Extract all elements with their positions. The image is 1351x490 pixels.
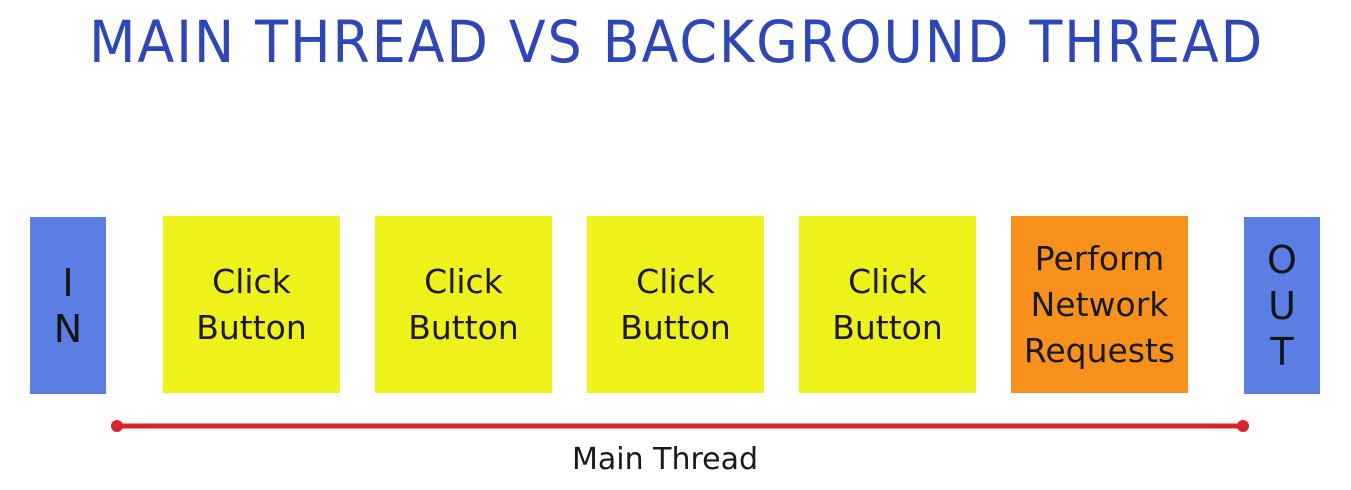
out-letter: U [1268,283,1296,328]
out-endcap: O U T [1244,217,1320,394]
timeline-end-dot [1237,420,1249,432]
out-letter: O [1267,237,1297,282]
diagram-title: MAIN THREAD VS BACKGROUND THREAD [88,8,1265,76]
task-label: Click Button [620,259,731,351]
task-label-line: Perform [1034,238,1165,278]
task-label-line: Network [1030,284,1169,324]
main-thread-label: Main Thread [571,442,759,477]
main-thread-timeline [111,420,1249,432]
task-label: Click Button [408,259,519,351]
task-click-button: Click Button [163,216,340,393]
task-click-button: Click Button [799,216,976,393]
task-label-line: Button [620,307,731,347]
task-label-line: Click [424,261,503,301]
task-label-line: Click [636,261,715,301]
task-label: Perform Network Requests [1024,236,1175,374]
in-endcap: I N [30,217,106,394]
task-label-line: Button [196,307,307,347]
task-label-line: Requests [1023,330,1176,370]
in-letter: I [62,260,74,305]
task-label: Click Button [832,259,943,351]
task-label-line: Button [408,307,519,347]
task-label: Click Button [196,259,307,351]
in-letter: N [53,306,83,351]
task-label-line: Button [832,307,943,347]
task-click-button: Click Button [375,216,552,393]
out-letter: T [1270,329,1294,374]
task-label-line: Click [848,261,927,301]
task-label-line: Click [212,261,291,301]
out-letters: O U T [1267,237,1297,375]
in-letters: I N [54,260,82,352]
timeline-start-dot [111,420,123,432]
task-perform-network-requests: Perform Network Requests [1011,216,1188,393]
task-click-button: Click Button [587,216,764,393]
